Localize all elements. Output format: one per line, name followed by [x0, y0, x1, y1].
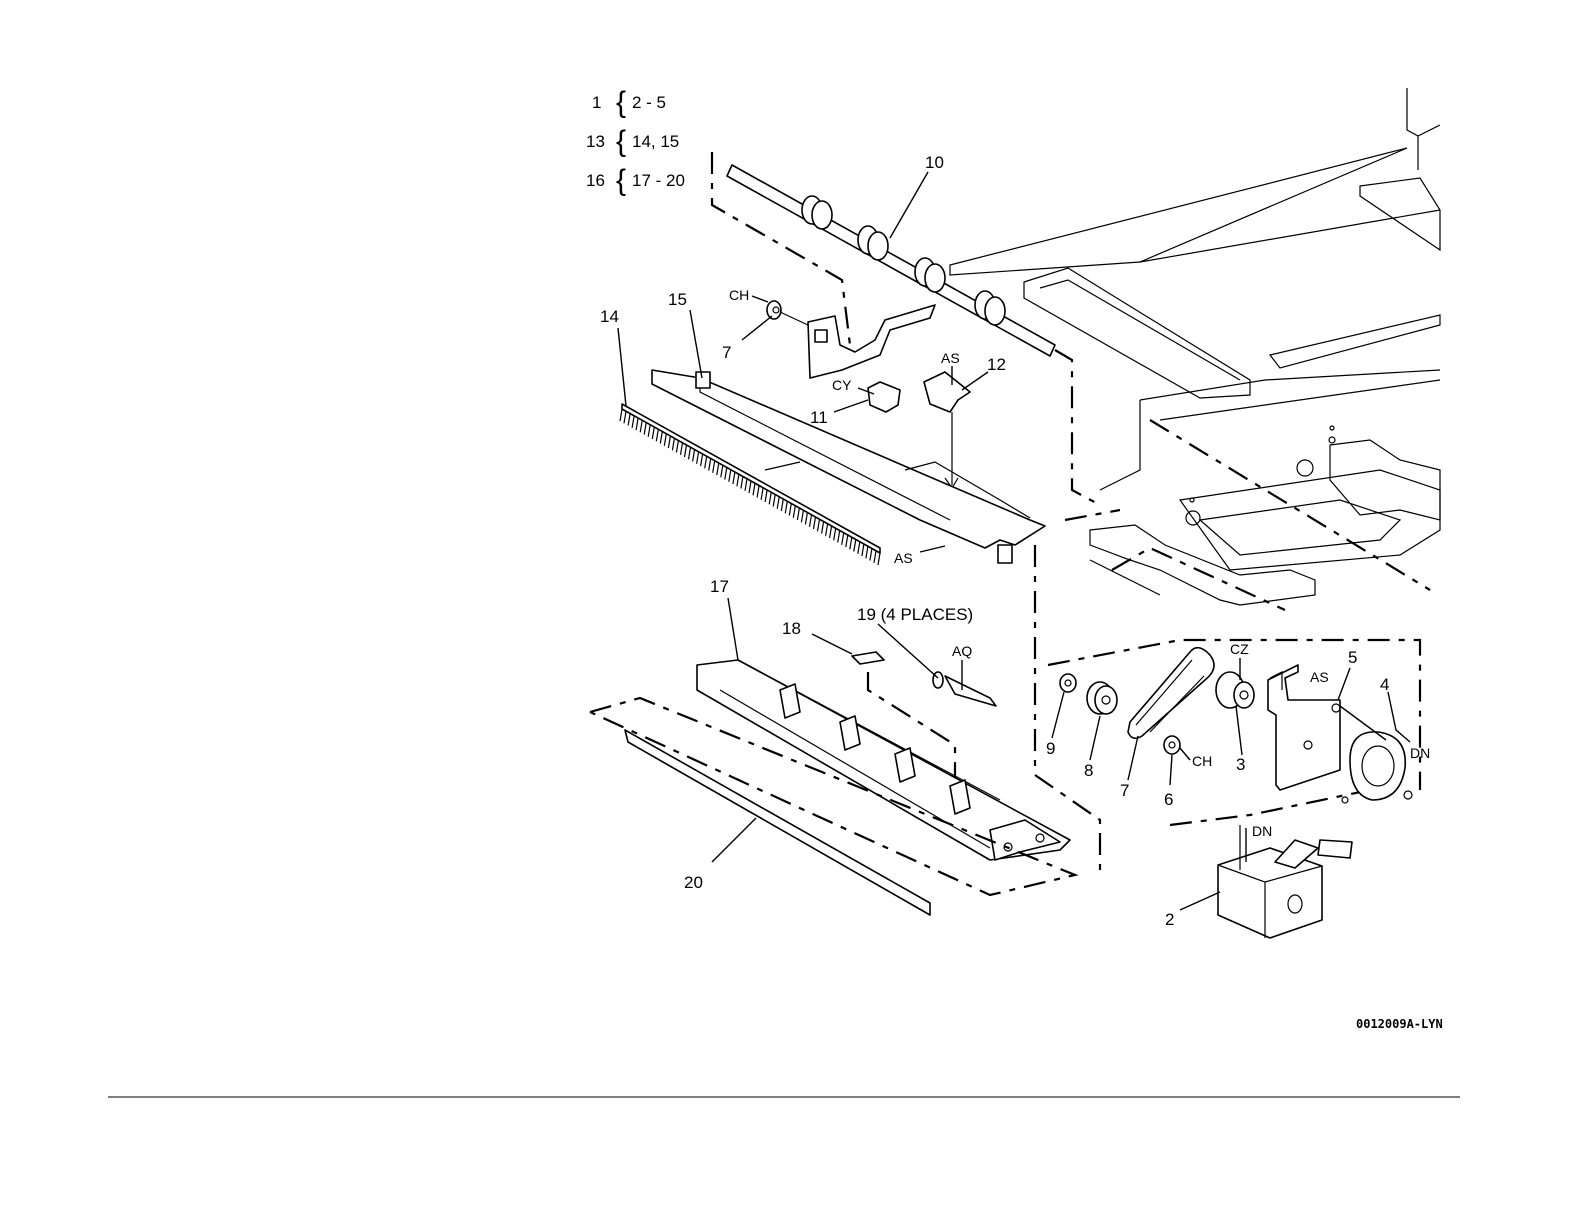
group-children: 2 - 5 — [632, 93, 666, 112]
callout-2: 2 — [1165, 910, 1174, 929]
callout-as: AS — [941, 350, 960, 366]
group-children: 17 - 20 — [632, 171, 685, 190]
callout-18: 18 — [782, 619, 801, 638]
callout-19: 19 (4 PLACES) — [857, 605, 973, 624]
roller-tire — [858, 226, 888, 260]
roller-tire — [975, 291, 1005, 325]
callout-3: 3 — [1236, 755, 1245, 774]
callout-8: 8 — [1084, 761, 1093, 780]
callout-9: 9 — [1046, 739, 1055, 758]
roller-tire — [802, 196, 832, 229]
callout-7: 7 — [722, 343, 731, 362]
callout-6: 6 — [1164, 790, 1173, 809]
callout-ch: CH — [729, 287, 749, 303]
group-legend: 1 { 2 - 5 13 { 14, 15 16 { 17 - 20 — [586, 86, 685, 197]
callout-14: 14 — [600, 307, 619, 326]
group-children: 14, 15 — [632, 132, 679, 151]
group-parent: 16 — [586, 171, 605, 190]
callout-dn: DN — [1410, 745, 1430, 761]
callout-cz: CZ — [1230, 641, 1249, 657]
bearing-bracket-part — [767, 301, 935, 378]
washer-part — [1164, 736, 1180, 754]
callout-10: 10 — [925, 153, 944, 172]
callout-20: 20 — [684, 873, 703, 892]
pinch-roller — [933, 672, 996, 706]
group-brace-icon: { — [616, 86, 626, 119]
figure-id: 0012009A-LYN — [1356, 1017, 1443, 1031]
motor-bracket-part — [1268, 665, 1340, 790]
gear-pulley-part — [1087, 682, 1117, 714]
washer-part — [1060, 674, 1076, 692]
callout-17: 17 — [710, 577, 729, 596]
drive-belt-part — [1128, 648, 1214, 739]
callout-7: 7 — [1120, 781, 1129, 800]
callout-12: 12 — [987, 355, 1006, 374]
callout-as: AS — [1310, 669, 1329, 685]
callout-5: 5 — [1348, 648, 1357, 667]
callout-ch: CH — [1192, 753, 1212, 769]
callout-aq: AQ — [952, 643, 972, 659]
stepper-motor-part — [1218, 825, 1352, 938]
callout-15: 15 — [668, 290, 687, 309]
callout-11: 11 — [810, 408, 828, 427]
clutch-ring-part — [1342, 732, 1412, 803]
guide-assembly-part — [697, 652, 1070, 860]
gear-pulley-part — [1216, 672, 1254, 708]
roller-tire — [915, 258, 945, 292]
group-parent: 13 — [586, 132, 605, 151]
group-brace-icon: { — [616, 164, 626, 197]
group-parent: 1 — [592, 93, 601, 112]
callout-cy: CY — [832, 377, 852, 393]
callout-4: 4 — [1380, 675, 1389, 694]
group-brace-icon: { — [616, 125, 626, 158]
drive-assembly — [1035, 545, 1420, 938]
roller-shaft-part — [712, 152, 1100, 505]
callout-as: AS — [894, 550, 913, 566]
callout-dn: DN — [1252, 823, 1272, 839]
